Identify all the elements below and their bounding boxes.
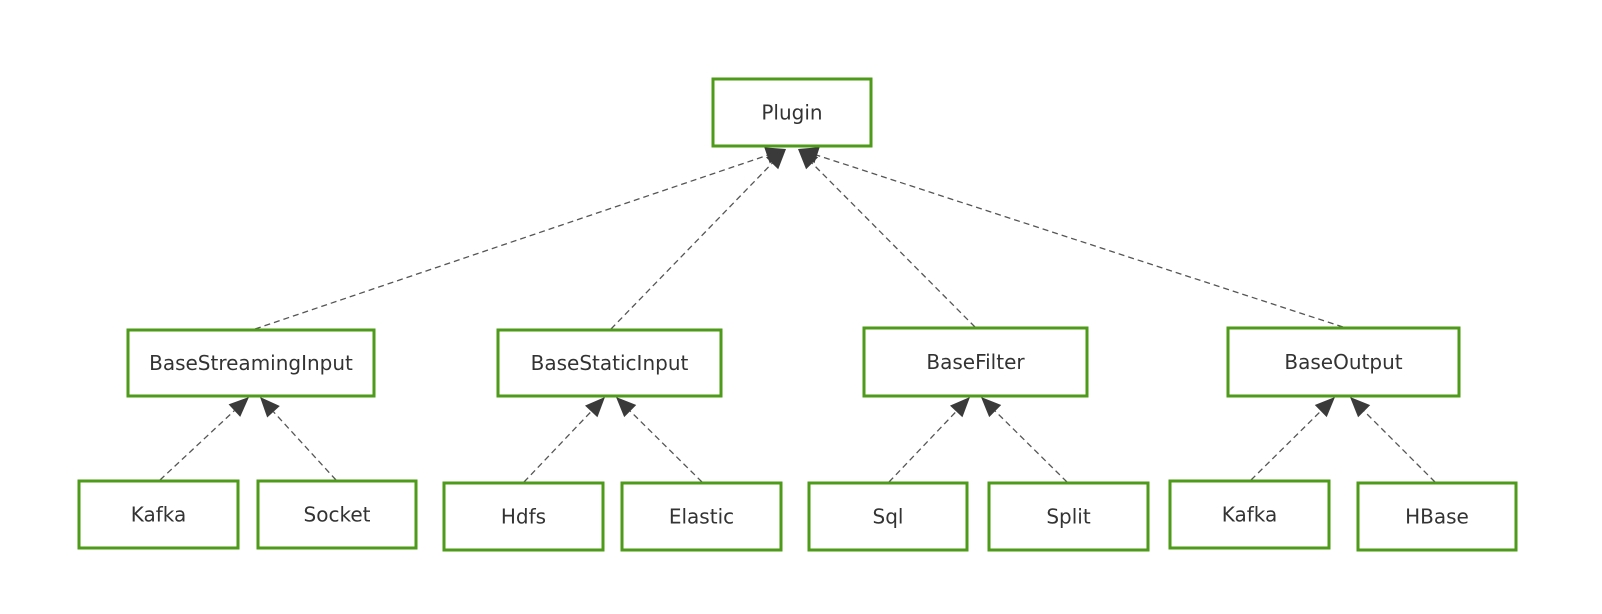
inheritance-arrowhead	[1350, 397, 1371, 418]
node-plugin: Plugin	[711, 77, 873, 148]
inheritance-arrowhead	[616, 397, 637, 418]
node-box	[620, 481, 783, 552]
inheritance-arrowhead	[798, 149, 819, 170]
edge-line	[159, 410, 235, 481]
edge-line	[994, 410, 1068, 483]
node-box	[807, 481, 969, 552]
edge-socket-to-base-streaming-input	[260, 397, 337, 481]
edge-base-output-to-plugin	[798, 147, 1344, 328]
edge-line	[811, 162, 976, 328]
inheritance-arrowhead	[950, 397, 970, 418]
node-label: BaseStreamingInput	[149, 351, 353, 375]
edge-base-streaming-input-to-plugin	[254, 147, 786, 330]
edge-base-static-input-to-plugin	[610, 149, 786, 330]
inheritance-arrowhead	[585, 397, 605, 418]
node-box	[711, 77, 873, 148]
edge-line	[273, 411, 337, 481]
inheritance-arrowhead	[798, 147, 820, 164]
inheritance-arrowhead	[228, 397, 249, 417]
node-base-output: BaseOutput	[1226, 326, 1461, 398]
node-label: Elastic	[669, 505, 734, 529]
edge-line	[888, 411, 957, 483]
edge-line	[1250, 410, 1322, 481]
edge-line	[816, 154, 1344, 328]
edge-line	[610, 162, 773, 330]
edge-sql-to-base-filter	[888, 397, 970, 483]
node-box	[862, 326, 1089, 398]
node-elastic: Elastic	[620, 481, 783, 552]
edge-kafka-input-to-base-streaming-input	[159, 397, 249, 481]
node-base-streaming-input: BaseStreamingInput	[126, 328, 376, 398]
node-label: Sql	[873, 505, 904, 529]
inheritance-arrowhead	[260, 397, 280, 418]
inheritance-arrowhead	[981, 397, 1002, 418]
node-label: BaseStaticInput	[531, 351, 689, 375]
node-hdfs: Hdfs	[442, 481, 605, 552]
edge-elastic-to-base-static-input	[616, 397, 703, 483]
node-label: Socket	[304, 503, 371, 527]
edge-hdfs-to-base-static-input	[523, 397, 605, 483]
node-box	[126, 328, 376, 398]
node-hbase: HBase	[1356, 481, 1518, 552]
node-socket: Socket	[256, 479, 418, 550]
edge-line	[1363, 410, 1436, 483]
edge-line	[523, 411, 592, 483]
node-kafka-input: Kafka	[77, 479, 240, 550]
node-box	[496, 328, 723, 398]
inheritance-arrowhead	[766, 149, 786, 170]
node-label: Split	[1046, 505, 1091, 529]
node-box	[987, 481, 1150, 552]
edge-split-to-base-filter	[981, 397, 1068, 483]
edge-kafka-output-to-base-output	[1250, 397, 1335, 481]
edge-line	[254, 154, 768, 330]
node-box	[1356, 481, 1518, 552]
node-base-static-input: BaseStaticInput	[496, 328, 723, 398]
edge-line	[629, 410, 703, 483]
edge-hbase-to-base-output	[1350, 397, 1436, 483]
node-split: Split	[987, 481, 1150, 552]
node-base-filter: BaseFilter	[862, 326, 1089, 398]
node-box	[1168, 479, 1331, 550]
node-kafka-output: Kafka	[1168, 479, 1331, 550]
node-label: Hdfs	[501, 505, 546, 529]
node-box	[77, 479, 240, 550]
inheritance-arrowhead	[1314, 397, 1335, 418]
node-label: Plugin	[761, 101, 822, 125]
node-label: BaseOutput	[1284, 350, 1402, 374]
node-label: Kafka	[1222, 503, 1278, 527]
node-box	[1226, 326, 1461, 398]
node-box	[256, 479, 418, 550]
node-sql: Sql	[807, 481, 969, 552]
node-label: HBase	[1405, 505, 1469, 529]
node-label: BaseFilter	[926, 350, 1025, 374]
node-box	[442, 481, 605, 552]
node-label: Kafka	[131, 503, 187, 527]
edge-base-filter-to-plugin	[798, 149, 976, 328]
edges-layer	[159, 147, 1436, 483]
